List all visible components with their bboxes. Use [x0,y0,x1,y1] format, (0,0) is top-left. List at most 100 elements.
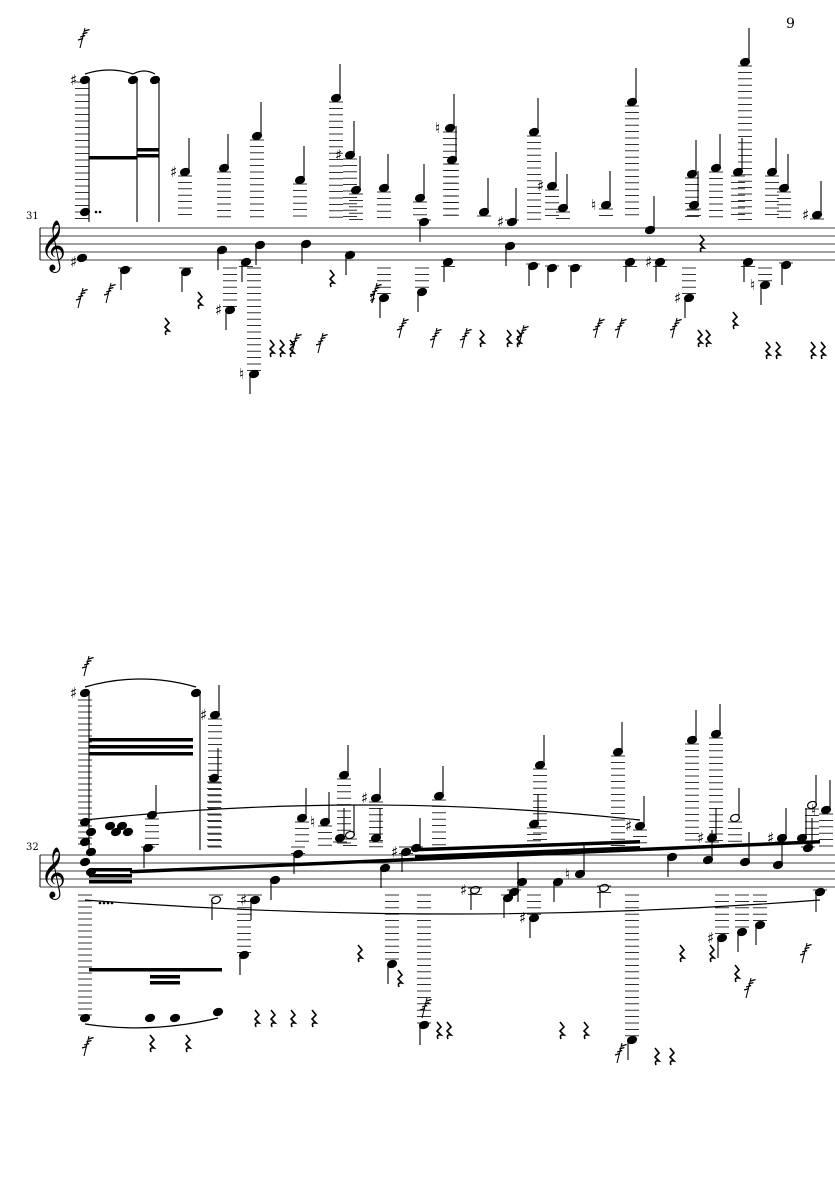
sharp-sign: ♯ [70,253,77,271]
natural-sign: ♮ [750,276,755,294]
quarter-rest [698,234,707,253]
tremolo-stem [79,27,86,49]
sharp-sign: ♯ [697,829,704,847]
notehead [79,75,91,85]
natural-sign: ♮ [811,801,816,819]
slur [84,69,134,75]
notehead [79,837,91,847]
staff-system-31: 𝄞♯♯♯♯♮♯♯♮♯♯♮♯♯♮♯ [39,27,835,394]
quarter-rest [268,339,277,358]
notehead [127,75,139,85]
beam [89,880,132,884]
sharp-sign: ♯ [519,909,526,927]
augmentation-dot [98,901,102,905]
quarter-rest [289,1009,298,1028]
treble-clef: 𝄞 [40,220,66,273]
slur [84,804,641,821]
tremolo-stem [616,1042,623,1064]
tremolo-stroke [523,325,529,329]
quarter-rest [678,944,687,963]
quarter-rest [328,269,337,288]
quarter-rest [704,329,713,348]
notehead [144,1013,156,1023]
beam [137,154,159,158]
notehead [110,827,122,837]
quarter-rest [809,341,818,360]
sharp-sign: ♯ [369,289,376,307]
measure-number-31: 31 [26,211,39,222]
tremolo-stroke [806,943,812,947]
tremolo-stroke [322,333,328,337]
tremolo-stroke [466,328,472,332]
tremolo-stem [431,327,438,349]
notehead [79,857,91,867]
notehead [212,1007,224,1017]
tremolo-stem [317,332,324,354]
tremolo-stem [421,997,428,1019]
slur [132,70,156,75]
natural-sign: ♮ [591,196,596,214]
quarter-rest [310,1009,319,1028]
beam [415,840,640,852]
slur [84,678,197,688]
sharp-sign: ♯ [170,163,177,181]
tremolo-stroke [376,283,382,287]
sharp-sign: ♯ [70,684,77,702]
quarter-rest [774,341,783,360]
tremolo-stroke [82,288,88,292]
staff-system-32: 𝄞♯♯♯♮♯♯♯♯♮♯♯♯♯♮ [39,655,835,1066]
quarter-rest [478,329,487,348]
sharp-sign: ♯ [802,206,809,224]
notehead [76,253,88,263]
sharp-sign: ♯ [625,817,632,835]
tremolo-stroke [750,978,756,982]
quarter-rest [668,1047,677,1066]
sharp-sign: ♯ [497,213,504,231]
beam [130,840,820,874]
sharp-sign: ♯ [391,843,398,861]
tremolo-stem [291,332,298,354]
quarter-rest [269,1009,278,1028]
notehead [122,827,134,837]
sharp-sign: ♯ [537,177,544,195]
quarter-rest [396,969,405,988]
page-number: 9 [786,16,795,32]
sharp-sign: ♯ [200,706,207,724]
tremolo-stroke [621,318,627,322]
quarter-rest [356,944,365,963]
beam [89,868,132,872]
quarter-rest [733,964,742,983]
quarter-rest [163,317,172,336]
tremolo-stroke [110,283,116,287]
beam [89,752,193,756]
augmentation-dot [102,901,106,905]
tremolo-stem [745,977,752,999]
slur [84,1017,219,1029]
notehead [190,688,202,698]
tremolo-stem [461,327,468,349]
tremolo-stem [77,287,84,309]
quarter-rest [731,311,740,330]
natural-sign: ♮ [435,119,440,137]
tremolo-stroke [599,318,605,322]
quarter-rest [582,1021,591,1040]
tremolo-stem [105,282,112,304]
sharp-sign: ♯ [460,881,467,899]
sharp-sign: ♯ [335,146,342,164]
tremolo-stroke [88,656,94,660]
tremolo-stem [83,1035,90,1057]
beam [89,156,137,160]
beam [89,745,193,749]
tremolo-stem [398,317,405,339]
natural-sign: ♮ [565,865,570,883]
quarter-rest [653,1047,662,1066]
beam [150,981,180,985]
quarter-rest [505,329,514,348]
sharp-sign: ♯ [70,71,77,89]
natural-sign: ♮ [310,813,315,831]
augmentation-dot [94,210,98,214]
notehead [149,75,161,85]
notehead [104,821,116,831]
quarter-rest [708,944,717,963]
